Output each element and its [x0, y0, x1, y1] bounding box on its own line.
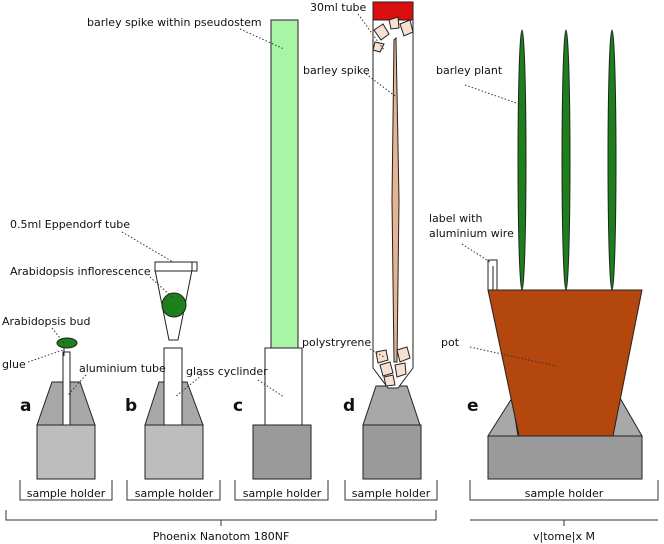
polystyrene-piece: [375, 349, 389, 364]
label-inflorescence: Arabidopsis inflorescence: [10, 265, 151, 278]
polystyrene-piece: [372, 41, 385, 53]
leader-glue: [27, 349, 64, 363]
polystyrene-piece: [396, 346, 411, 363]
label-bud: Arabidopsis bud: [2, 315, 90, 328]
holder-label-c: sample holder: [243, 487, 322, 500]
barley-leaf-3: [607, 29, 617, 291]
leader-aluminium-tube: [67, 374, 87, 396]
polystyrene-piece: [373, 23, 390, 41]
setup-b: [144, 261, 204, 480]
aluminium-tube-b: [163, 347, 183, 426]
holder-label-d: sample holder: [352, 487, 431, 500]
holder-base-c: [252, 424, 312, 480]
leader-pot: [469, 346, 557, 367]
polystyrene-piece: [399, 19, 414, 37]
instrument-brackets: Phoenix Nanotom 180NF v|tome|x M: [5, 510, 658, 543]
holder-label-b: sample holder: [135, 487, 214, 500]
annotations: barley spike within pseudostem 30ml tube…: [2, 1, 514, 378]
label-polystyrene: polystryrene: [302, 336, 371, 349]
leader-polystyrene: [369, 348, 385, 358]
label-pseudostem: barley spike within pseudostem: [87, 16, 262, 29]
eppendorf-cap-lip: [191, 261, 198, 272]
polystyrene-piece: [383, 374, 396, 387]
bracket-holder-a: [19, 480, 113, 501]
holder-base-e: [487, 435, 643, 480]
arabidopsis-inflorescence: [161, 292, 187, 318]
pot: [487, 289, 643, 437]
panel-letter-a: a: [20, 396, 31, 416]
label-aluminium-tube: aluminium tube: [79, 362, 166, 375]
label-glue: glue: [2, 358, 26, 371]
barley-leaf-1: [517, 29, 527, 291]
bracket-holder-d: [344, 480, 438, 501]
leader-30ml-tube: [357, 13, 385, 51]
polystyrene-piece: [394, 362, 407, 378]
glass-cylinder: [264, 347, 303, 426]
setup-c: [252, 19, 312, 480]
holder-label-a: sample holder: [27, 487, 106, 500]
holder-base-a: [36, 424, 96, 480]
holder-cone-d: [362, 385, 421, 426]
leader-pseudostem: [239, 28, 285, 50]
polystyrene-top: [372, 16, 414, 53]
label-barley-spike: barley spike: [303, 64, 370, 77]
panel-letter-e: e: [467, 396, 479, 416]
setup-e: [487, 29, 643, 480]
barley-spike-d: [391, 36, 400, 363]
leader-barley-plant: [464, 84, 523, 106]
label-30ml-tube: 30ml tube: [310, 1, 367, 14]
instrument-vtomex: v|tome|x M: [533, 530, 595, 543]
barley-leaf-2: [561, 29, 571, 291]
panel-letter-b: b: [125, 396, 137, 416]
setup-a: [36, 337, 96, 480]
tube-cap: [372, 1, 414, 21]
bracket-holder-c: [234, 480, 329, 501]
panel-letter-d: d: [343, 396, 355, 416]
pseudostem: [270, 19, 299, 349]
label-eppendorf: 0.5ml Eppendorf tube: [10, 218, 130, 231]
eppendorf-cap: [154, 261, 193, 272]
holder-base-d: [362, 424, 422, 480]
leader-barley-spike: [365, 73, 396, 97]
arabidopsis-bud: [56, 337, 78, 349]
aluminium-tube-a: [62, 351, 71, 426]
setup-d: [362, 1, 422, 480]
holder-base-b: [144, 424, 204, 480]
polystyrene-piece: [388, 16, 400, 30]
leader-inflorescence: [149, 276, 173, 298]
leader-lines: [27, 13, 557, 398]
bracket-holder-e: [469, 480, 659, 501]
instrument-nanotom: Phoenix Nanotom 180NF: [153, 530, 290, 543]
leader-label-wire: [461, 243, 491, 263]
leader-eppendorf: [121, 231, 174, 263]
label-barley-plant: barley plant: [436, 64, 503, 77]
holder-label-e: sample holder: [525, 487, 604, 500]
label-wire-line2: aluminium wire: [429, 227, 514, 240]
polystyrene-piece: [379, 361, 394, 377]
bracket-holder-b: [126, 480, 221, 501]
label-glass-cylinder: glass cyclinder: [186, 365, 268, 378]
panel-letter-c: c: [233, 396, 243, 416]
label-pot: pot: [441, 336, 460, 349]
panel-letters: a b c d e: [20, 396, 479, 416]
bracket-vtomex: [470, 519, 658, 526]
leader-glass-cylinder-2: [257, 379, 285, 398]
leader-glass-cylinder: [174, 374, 203, 398]
bracket-nanotom: [5, 510, 437, 526]
label-wire-line1: label with: [429, 212, 482, 225]
polystyrene-bottom: [375, 346, 411, 387]
holder-brackets: sample holder sample holder sample holde…: [19, 480, 659, 501]
